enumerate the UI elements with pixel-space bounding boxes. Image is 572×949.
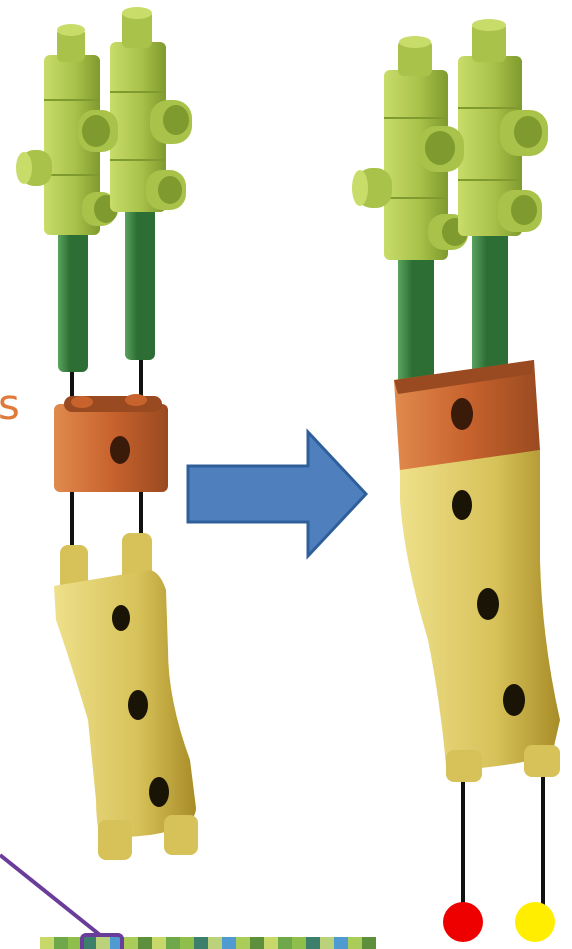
strip-block: [68, 937, 82, 949]
strip-block: [250, 937, 264, 949]
green-shaft: [472, 224, 508, 384]
strip-block: [138, 937, 152, 949]
strip-block: [362, 937, 376, 949]
green-shaft: [398, 246, 434, 394]
strip-block: [166, 937, 180, 949]
strip-block: [320, 937, 334, 949]
strip-block: [54, 937, 68, 949]
map-strip: [40, 937, 376, 949]
orange-clip: [54, 394, 168, 492]
strip-block: [292, 937, 306, 949]
strip-block: [82, 937, 96, 949]
yellow-link: [400, 450, 560, 782]
strip-block: [334, 937, 348, 949]
yellow-link: [54, 533, 198, 860]
pointer-line: [0, 855, 100, 935]
exploded-assembly: [16, 7, 198, 860]
strip-block: [306, 937, 320, 949]
assembled-assembly: [352, 19, 560, 942]
strip-block: [208, 937, 222, 949]
strip-block: [236, 937, 250, 949]
strip-block: [194, 937, 208, 949]
strip-block: [124, 937, 138, 949]
strip-block: [180, 937, 194, 949]
strip-block: [40, 937, 54, 949]
green-shaft: [125, 200, 155, 360]
right-arrow-icon: [188, 432, 366, 556]
strip-block: [96, 937, 110, 949]
yellow-terminal-icon: [515, 902, 555, 942]
strip-block: [278, 937, 292, 949]
strip-block: [222, 937, 236, 949]
strip-block: [152, 937, 166, 949]
red-terminal-icon: [443, 902, 483, 942]
strip-block: [348, 937, 362, 949]
strip-block: [264, 937, 278, 949]
green-shaft: [58, 226, 88, 372]
